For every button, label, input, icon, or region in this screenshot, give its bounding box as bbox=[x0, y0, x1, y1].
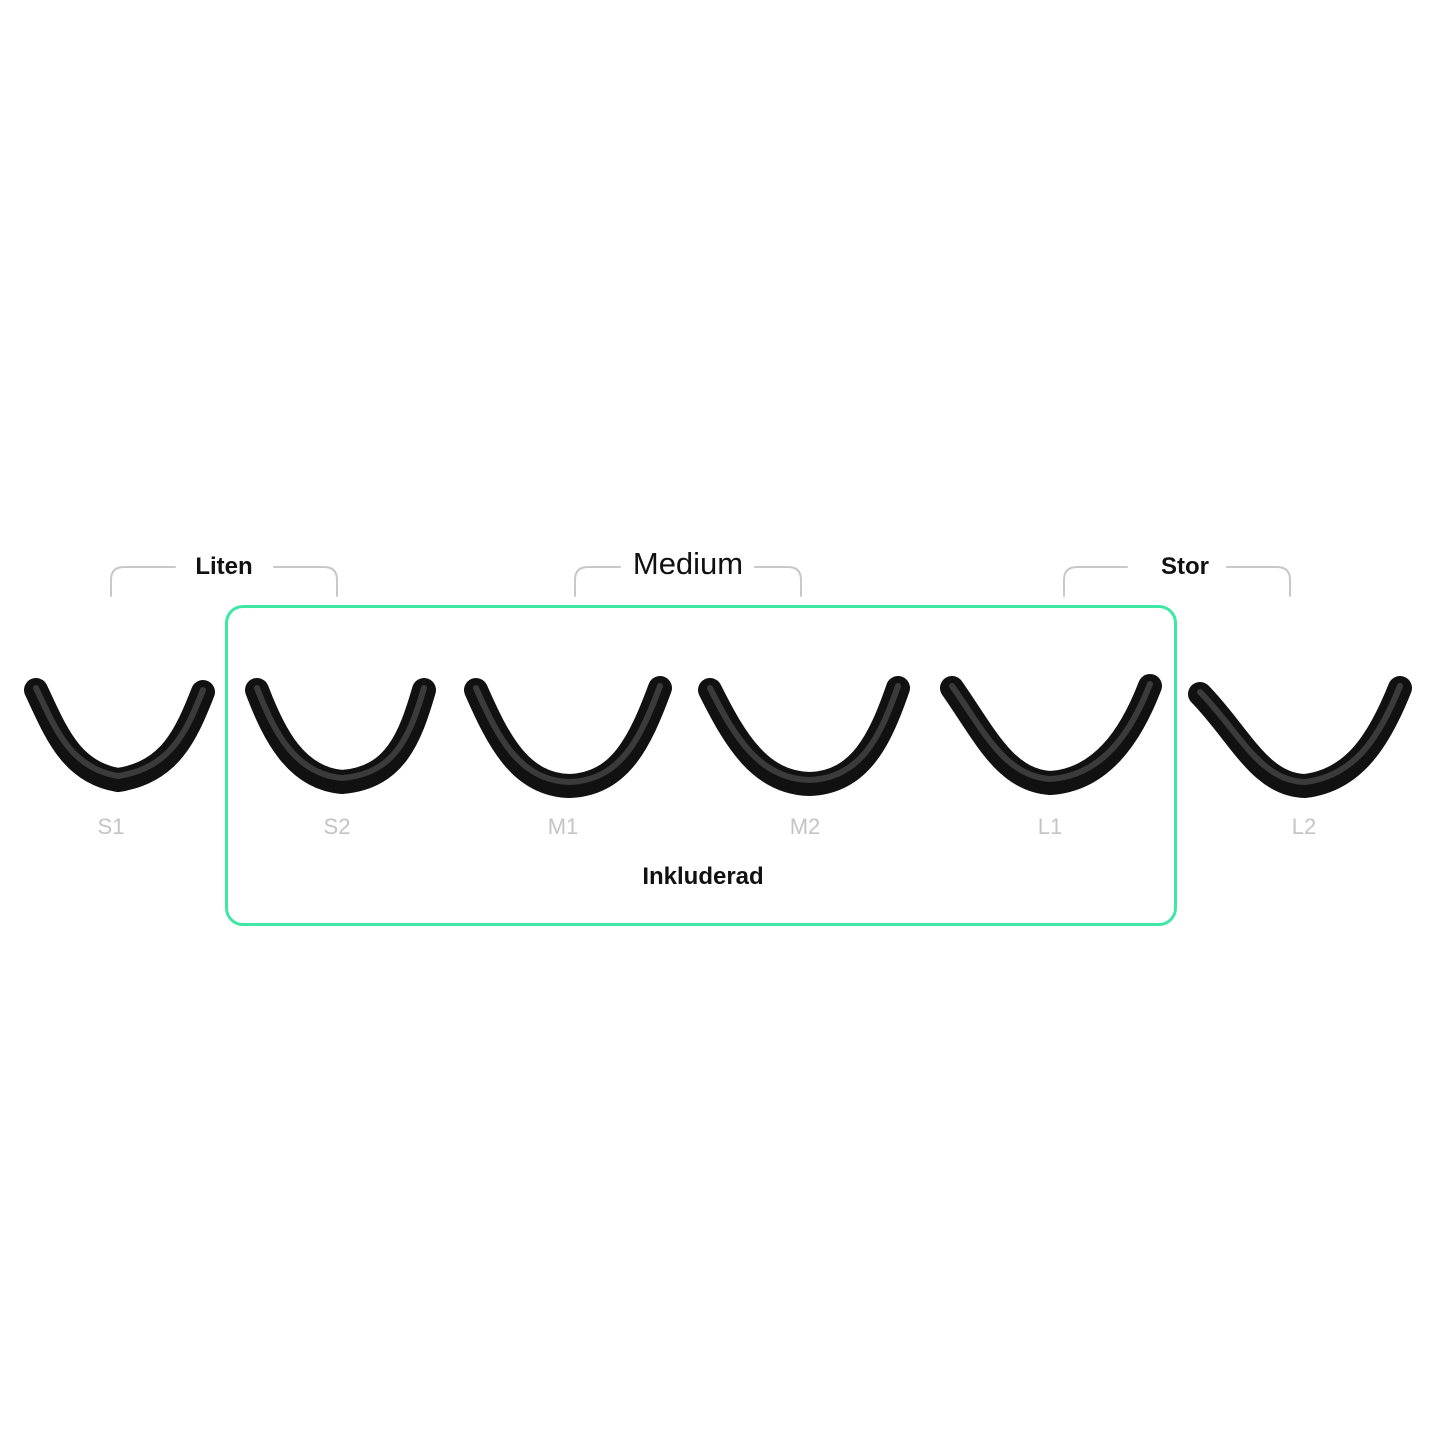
group-label-medium: Medium bbox=[632, 546, 744, 581]
included-label: Inkluderad bbox=[642, 863, 764, 890]
size-label-l1: L1 bbox=[1037, 814, 1063, 839]
included-range-box bbox=[225, 605, 1177, 926]
size-label-m2: M2 bbox=[789, 814, 821, 839]
nose-pad-tip-m2 bbox=[698, 676, 910, 797]
nose-pad-tip-l2 bbox=[1188, 676, 1412, 799]
nose-pad-tip-s2 bbox=[245, 678, 436, 795]
bracket-small bbox=[110, 566, 338, 597]
nose-pad-tip-l1 bbox=[940, 674, 1162, 796]
size-label-l2: L2 bbox=[1291, 814, 1317, 839]
nose-pad-tip-m1 bbox=[464, 676, 672, 799]
group-label-small: Liten bbox=[195, 553, 253, 580]
size-label-s1: S1 bbox=[97, 814, 125, 839]
nose-pad-tip-s1 bbox=[24, 678, 215, 793]
bracket-large bbox=[1063, 566, 1291, 597]
group-label-large: Stor bbox=[1161, 553, 1209, 580]
bracket-medium bbox=[574, 566, 802, 597]
size-label-m1: M1 bbox=[547, 814, 579, 839]
size-label-s2: S2 bbox=[323, 814, 351, 839]
